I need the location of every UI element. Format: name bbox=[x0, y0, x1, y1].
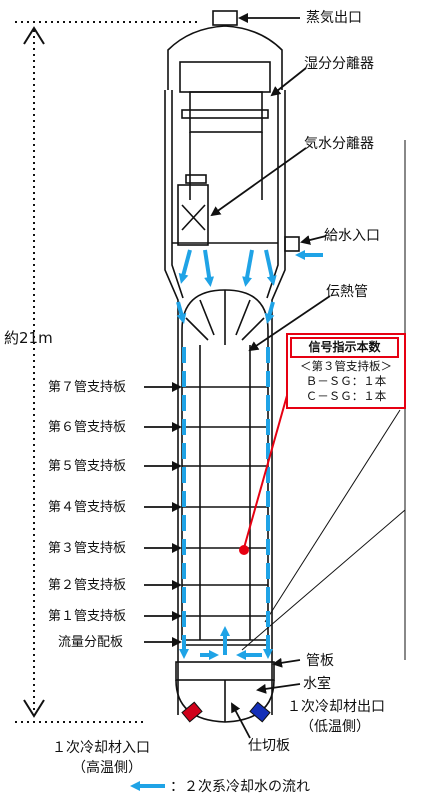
label-moisture-separator: 湿分分離器 bbox=[304, 56, 374, 72]
plate-label-1: 第１管支持板 bbox=[48, 609, 127, 624]
label-heat-tube: 伝熱管 bbox=[326, 284, 368, 300]
indicator-leader bbox=[243, 391, 289, 549]
label-water-chamber: 水室 bbox=[303, 676, 331, 692]
label-tube-sheet: 管板 bbox=[306, 653, 334, 669]
label-primary-outlet: １次冷却材出口 bbox=[287, 699, 385, 715]
primary-inlet-nozzle bbox=[181, 701, 203, 723]
signal-box-line3: Ｃ－ＳＧ：１本 bbox=[305, 389, 387, 403]
plate-label-7: 第７管支持板 bbox=[48, 380, 127, 395]
label-primary-outlet-side: （低温側） bbox=[300, 719, 370, 735]
signal-box-line1: ＜第３管支持板＞ bbox=[300, 359, 392, 373]
signal-box-line2: Ｂ－ＳＧ：１本 bbox=[305, 374, 387, 388]
plate-label-5: 第５管支持板 bbox=[48, 459, 127, 474]
plate-label-flow-distribution: 流量分配板 bbox=[58, 635, 124, 650]
label-height: 約21m bbox=[4, 329, 53, 347]
label-steam-outlet: 蒸気出口 bbox=[306, 10, 362, 26]
signal-box-title: 信号指示本数 bbox=[290, 337, 399, 358]
plate-label-6: 第６管支持板 bbox=[48, 420, 127, 435]
secondary-flow-arrows bbox=[130, 249, 323, 791]
label-primary-inlet: １次冷却材入口 bbox=[52, 740, 150, 756]
height-dimension bbox=[15, 21, 200, 723]
legend-secondary-flow: ：２次系冷却水の流れ bbox=[170, 779, 310, 795]
label-steam-water-separator: 気水分離器 bbox=[304, 136, 374, 152]
plate-label-3: 第３管支持板 bbox=[48, 541, 127, 556]
label-primary-inlet-side: （高温側） bbox=[72, 760, 142, 776]
signal-indication-box bbox=[286, 333, 406, 409]
label-feedwater-inlet: 給水入口 bbox=[324, 228, 380, 244]
label-arrows bbox=[144, 13, 331, 739]
plate-label-2: 第２管支持板 bbox=[48, 578, 127, 593]
label-partition-plate: 仕切板 bbox=[248, 738, 290, 754]
indicator-dot bbox=[239, 545, 249, 555]
primary-outlet-nozzle bbox=[249, 701, 271, 723]
plate-label-4: 第４管支持板 bbox=[48, 500, 127, 515]
